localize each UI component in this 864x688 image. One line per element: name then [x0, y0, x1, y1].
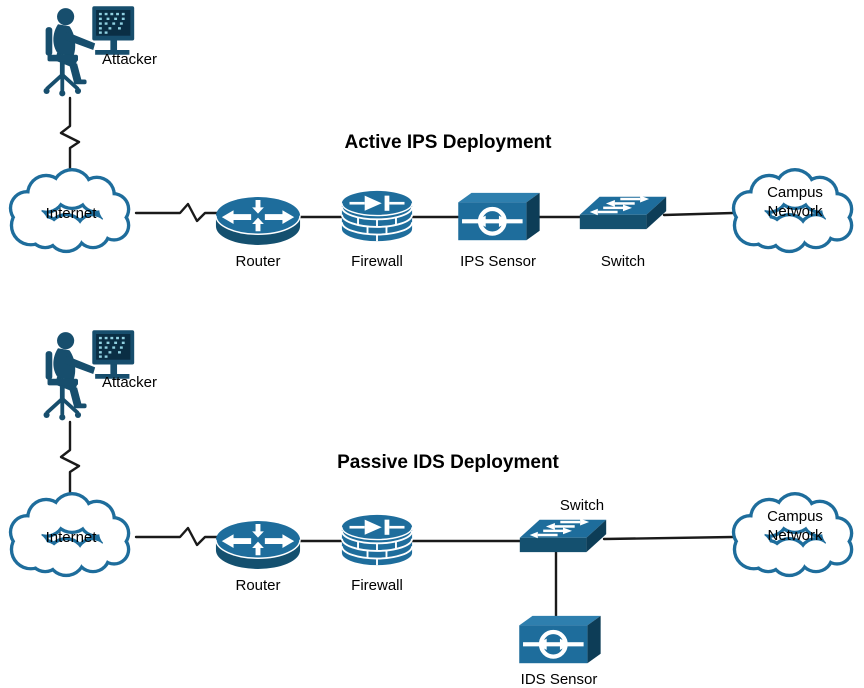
passive-attacker-internet-link [59, 420, 81, 496]
firewall-icon [339, 513, 415, 568]
campus-network-label: Campus Network [767, 184, 823, 221]
router-label: Router [235, 577, 281, 594]
internet-label: Internet [45, 205, 97, 222]
internet-label: Internet [45, 529, 97, 546]
firewall-label: Firewall [351, 577, 403, 594]
active-internet-router-link [134, 202, 220, 223]
campus-network-label: Campus Network [767, 508, 823, 545]
switch-icon [518, 516, 608, 563]
passive-switch-campus-link [602, 535, 735, 541]
passive-diagram-title: Passive IDS Deployment [337, 452, 559, 473]
firewall-label: Firewall [351, 253, 403, 270]
active-attacker-internet-link [59, 96, 81, 172]
ips-sensor-icon [455, 191, 541, 244]
attacker-label: Attacker [102, 51, 158, 68]
switch-label: Switch [600, 253, 646, 270]
firewall-icon [339, 189, 415, 244]
passive-internet-router-link [134, 526, 220, 547]
ids-sensor-label: IDS Sensor [520, 671, 598, 688]
active-switch-campus-link [662, 211, 735, 217]
switch-icon [578, 193, 668, 240]
router-label: Router [235, 253, 281, 270]
switch-label: Switch [559, 497, 605, 514]
ips-sensor-label: IPS Sensor [460, 253, 536, 270]
attacker-label: Attacker [102, 374, 158, 391]
router-icon [214, 519, 302, 572]
ids-sensor-icon [516, 614, 602, 667]
router-icon [214, 195, 302, 248]
active-diagram-title: Active IPS Deployment [344, 132, 552, 153]
